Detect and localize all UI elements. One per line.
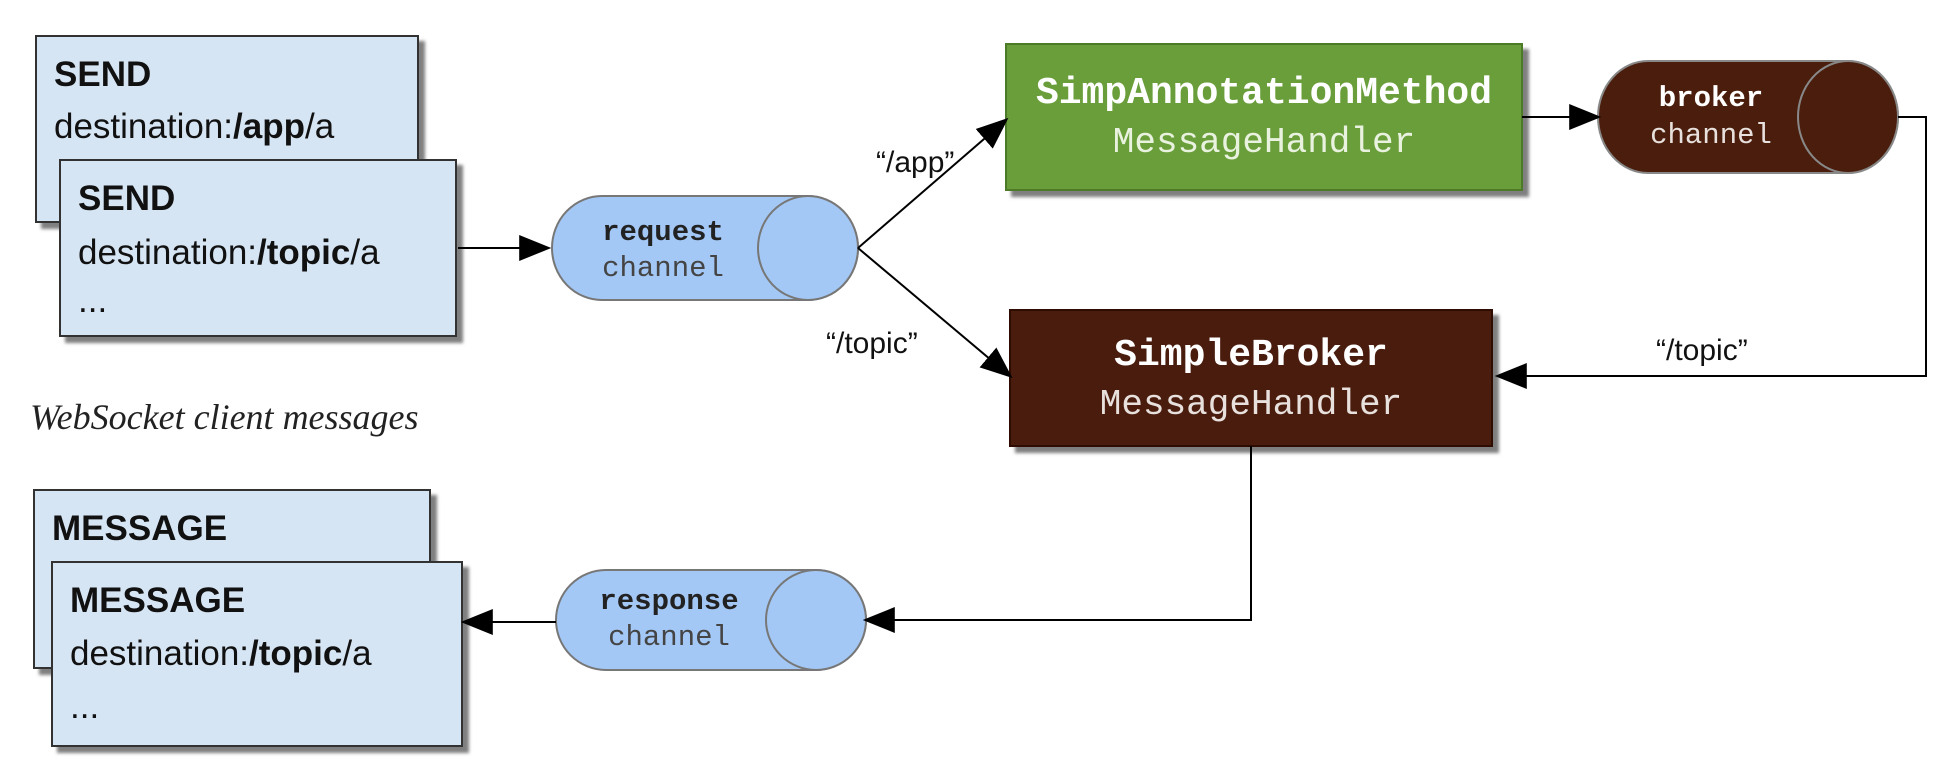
response-channel-title: response xyxy=(599,585,738,618)
send-command-label: SEND xyxy=(78,179,175,218)
annotation-handler-title: SimpAnnotationMethod xyxy=(1036,72,1492,115)
send-message-card-front: SEND destination:/topic/a ... xyxy=(59,159,457,337)
message-ellipsis: ... xyxy=(70,687,99,726)
broker-channel-to-simple-broker-arrow xyxy=(1494,116,1927,389)
message-command-label: MESSAGE xyxy=(52,509,227,548)
app-route-label: “/app” xyxy=(876,146,954,179)
request-channel-cylinder: request channel xyxy=(551,195,859,301)
websocket-client-messages-caption: WebSocket client messages xyxy=(30,397,419,437)
message-card-front: MESSAGE destination:/topic/a ... xyxy=(51,561,463,747)
broker-channel-cylinder: broker channel xyxy=(1597,60,1899,174)
send-destination-app: destination:/app/a xyxy=(54,107,335,146)
topic-route-label-request: “/topic” xyxy=(826,327,918,360)
broker-channel-title: broker xyxy=(1659,82,1763,115)
send-command-label: SEND xyxy=(54,55,151,94)
topic-route-label-broker: “/topic” xyxy=(1656,334,1748,367)
request-channel-title: request xyxy=(602,216,724,249)
send-ellipsis: ... xyxy=(78,281,107,320)
send-destination-topic: destination:/topic/a xyxy=(78,233,380,272)
response-channel-subtitle: channel xyxy=(608,621,730,654)
request-to-annotation-handler-arrow xyxy=(857,117,1009,249)
simple-broker-to-response-channel-arrow xyxy=(862,446,1252,633)
annotation-handler-subtitle: MessageHandler xyxy=(1113,122,1415,163)
annotation-method-handler-box: SimpAnnotationMethod MessageHandler xyxy=(1005,43,1523,191)
response-channel-cylinder: response channel xyxy=(555,569,867,671)
message-destination-topic: destination:/topic/a xyxy=(70,634,372,673)
simple-broker-handler-subtitle: MessageHandler xyxy=(1100,384,1402,425)
request-channel-subtitle: channel xyxy=(602,252,724,285)
request-to-simple-broker-arrow xyxy=(857,247,1013,379)
broker-channel-subtitle: channel xyxy=(1650,119,1772,152)
simple-broker-handler-title: SimpleBroker xyxy=(1114,334,1388,377)
simple-broker-handler-box: SimpleBroker MessageHandler xyxy=(1009,309,1493,447)
message-command-label: MESSAGE xyxy=(70,581,245,620)
